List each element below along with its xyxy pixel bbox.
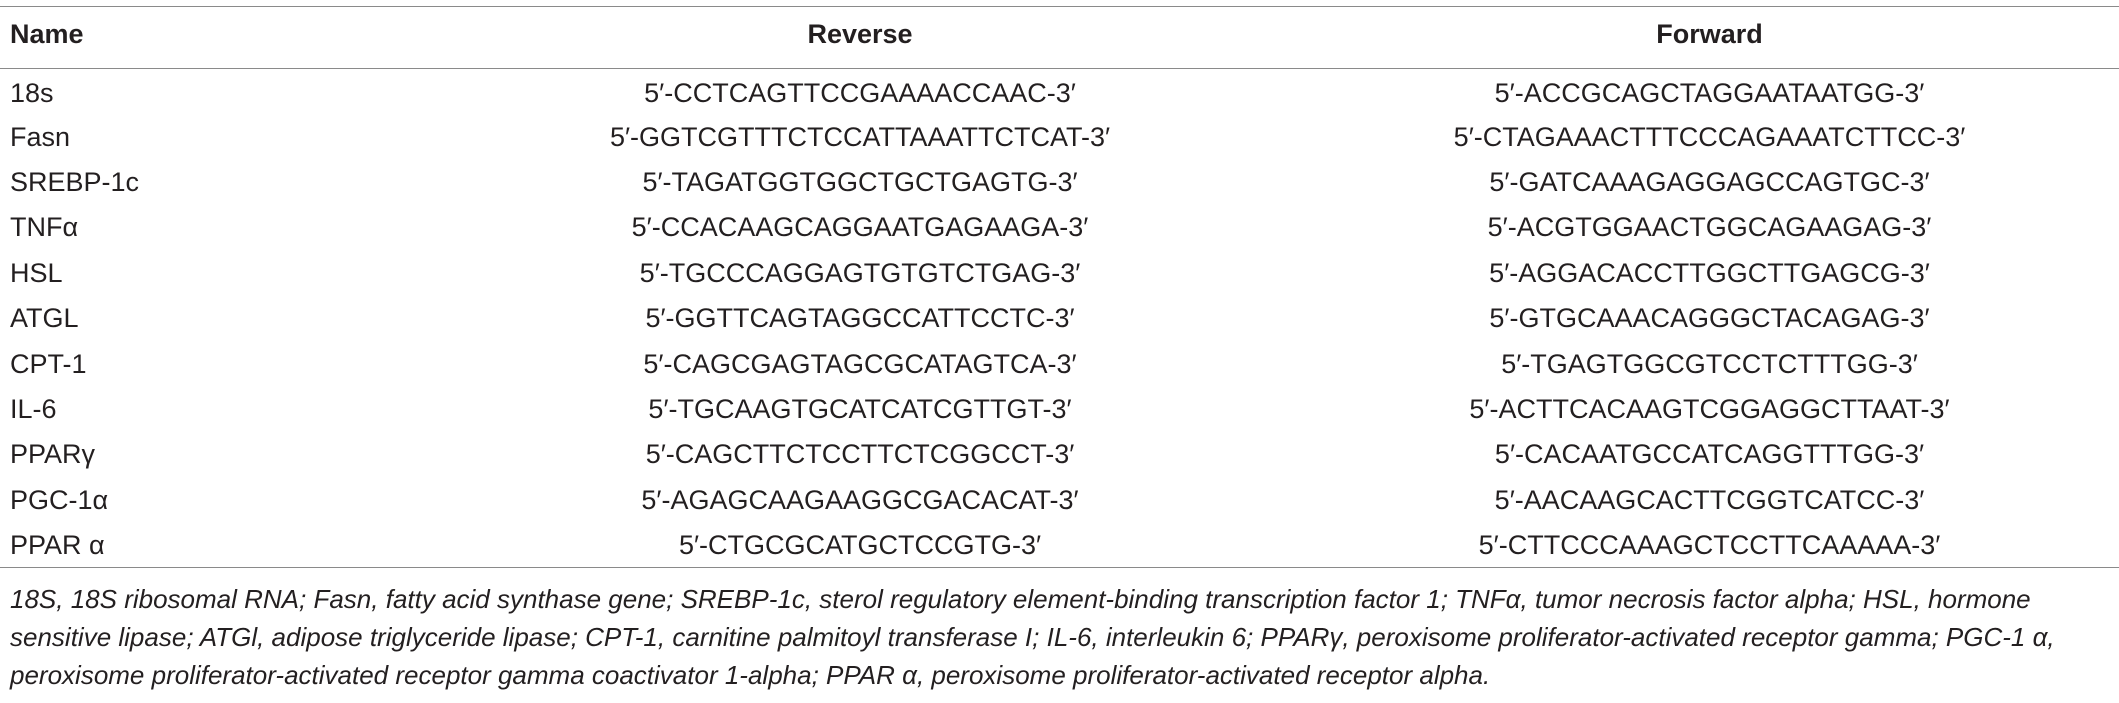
table-row: 18s 5′-CCTCAGTTCCGAAAACCAAC-3′ 5′-ACCGCAGC… [0,69,2119,114]
table-row: PPAR α 5′-CTGCGCATGCTCCGTG-3′ 5′-CTTCCCAAA… [0,523,2119,568]
gene-name-cell: 18s [10,78,54,109]
primer-table: Name Reverse Forward 18s 5′-CCTCAGTTCCGAA… [0,0,2119,568]
table-row: TNFα 5′-CCACAAGCAGGAATGAGAAGA-3′ 5′-ACGTGG… [0,205,2119,250]
forward-primer-cell: 5′-TGAGTGGCGTCCTCTTTGG-3′ [1501,348,1918,379]
table-body: 18s 5′-CCTCAGTTCCGAAAACCAAC-3′ 5′-ACCGCAGC… [0,69,2119,568]
reverse-primer-cell: 5′-TGCAAGTGCATCATCGTTGT-3′ [648,393,1072,424]
table-row: PGC-1α 5′-AGAGCAAGAAGGCGACACAT-3′ 5′-AACAA… [0,478,2119,523]
forward-primer-cell: 5′-ACTTCACAAGTCGGAGGCTTAAT-3′ [1469,393,1950,424]
reverse-primer-cell: 5′-AGAGCAAGAAGGCGACACAT-3′ [641,484,1079,515]
gene-name-cell: HSL [10,257,63,288]
forward-primer-cell: 5′-ACCGCAGCTAGGAATAATGG-3′ [1494,78,1925,109]
reverse-primer-cell: 5′-TAGATGGTGGCTGCTGAGTG-3′ [642,166,1078,197]
column-header-name: Name [10,19,84,49]
forward-primer-cell: 5′-AGGACACCTTGGCTTGAGCG-3′ [1489,257,1930,288]
reverse-primer-cell: 5′-CAGCTTCTCCTTCTCGGCCT-3′ [645,439,1075,470]
table-row: CPT-1 5′-CAGCGAGTAGCGCATAGTCA-3′ 5′-TGAGTG… [0,341,2119,386]
gene-name-cell: PPAR α [10,530,105,561]
reverse-primer-cell: 5′-TGCCCAGGAGTGTGTCTGAG-3′ [639,257,1081,288]
gene-name-cell: Fasn [10,121,71,152]
table-row: PPARγ 5′-CAGCTTCTCCTTCTCGGCCT-3′ 5′-CACAAT… [0,432,2119,477]
table-row: Fasn 5′-GGTCGTTTCTCCATTAAATTCTCAT-3′ 5′-CT… [0,114,2119,159]
forward-primer-cell: 5′-CTAGAAACTTTCCCAGAAATCTTCC-3′ [1453,121,1966,152]
forward-primer-cell: 5′-AACAAGCACTTCGGTCATCC-3′ [1494,484,1925,515]
forward-primer-cell: 5′-GTGCAAACAGGGCTACAGAG-3′ [1489,303,1930,334]
table-row: ATGL 5′-GGTTCAGTAGGCCATTCCTC-3′ 5′-GTGCAAA… [0,296,2119,341]
reverse-primer-cell: 5′-CCTCAGTTCCGAAAACCAAC-3′ [644,78,1076,109]
reverse-primer-cell: 5′-CTGCGCATGCTCCGTG-3′ [678,530,1042,561]
table-header-row: Name Reverse Forward [0,0,2119,69]
reverse-primer-cell: 5′-GGTCGTTTCTCCATTAAATTCTCAT-3′ [609,121,1111,152]
column-header-reverse: Reverse [807,19,913,49]
table-row: IL-6 5′-TGCAAGTGCATCATCGTTGT-3′ 5′-ACTTCAC… [0,387,2119,432]
gene-name-cell: PPARγ [10,439,96,470]
table-footnote: 18S, 18S ribosomal RNA; Fasn, fatty acid… [10,584,2055,690]
gene-name-cell: IL-6 [10,393,57,424]
table-top-rule [0,6,2119,7]
gene-name-cell: PGC-1α [10,484,109,515]
gene-name-cell: TNFα [10,212,79,243]
gene-name-cell: CPT-1 [10,348,87,379]
forward-primer-cell: 5′-CACAATGCCATCAGGTTTGG-3′ [1494,439,1925,470]
table-header-rule [0,68,2119,69]
table-row: SREBP-1c 5′-TAGATGGTGGCTGCTGAGTG-3′ 5′-GAT… [0,160,2119,205]
gene-name-cell: SREBP-1c [10,166,140,197]
table-bottom-rule [0,567,2119,568]
forward-primer-cell: 5′-ACGTGGAACTGGCAGAAGAG-3′ [1487,212,1932,243]
reverse-primer-cell: 5′-GGTTCAGTAGGCCATTCCTC-3′ [645,303,1075,334]
column-header-forward: Forward [1656,19,1763,49]
forward-primer-cell: 5′-CTTCCCAAAGCTCCTTCAAAAA-3′ [1478,530,1941,561]
forward-primer-cell: 5′-GATCAAAGAGGAGCCAGTGC-3′ [1489,166,1930,197]
reverse-primer-cell: 5′-CCACAAGCAGGAATGAGAAGA-3′ [631,212,1089,243]
reverse-primer-cell: 5′-CAGCGAGTAGCGCATAGTCA-3′ [643,348,1077,379]
table-row: HSL 5′-TGCCCAGGAGTGTGTCTGAG-3′ 5′-AGGACACC… [0,251,2119,296]
gene-name-cell: ATGL [10,303,79,334]
